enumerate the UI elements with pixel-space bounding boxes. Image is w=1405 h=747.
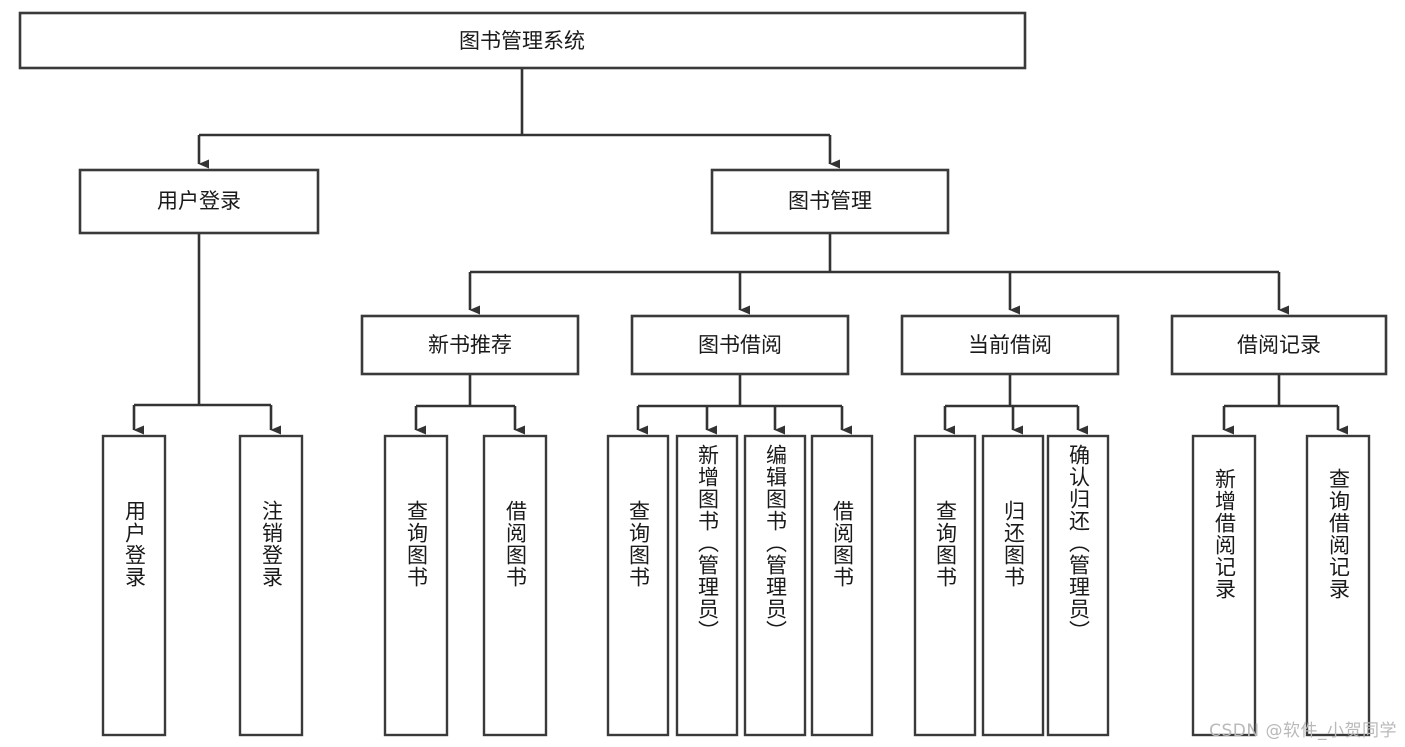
node-root[interactable]: 图书管理系统 (18, 11, 1027, 70)
leaf-box-borrow-record-1[interactable] (1191, 434, 1257, 737)
node-root-box[interactable] (18, 11, 1027, 70)
node-borrow-record[interactable]: 借阅记录 (1170, 314, 1388, 376)
node-root-label: 图书管理系统 (459, 29, 585, 53)
connector-group-user-login (132, 234, 282, 435)
leaf-box-current-borrow-3[interactable] (1046, 434, 1110, 737)
node-new-book-recommend-label: 新书推荐 (428, 333, 512, 357)
connector-group-current-borrow (943, 374, 1089, 435)
node-new-book-recommend[interactable]: 新书推荐 (360, 314, 580, 376)
connector-group-book-manage (468, 234, 1290, 315)
node-new-book-recommend-box[interactable] (360, 314, 580, 376)
node-book-borrow-box[interactable] (630, 314, 850, 376)
node-borrow-record-label: 借阅记录 (1237, 333, 1321, 357)
node-user-login-label: 用户登录 (157, 189, 241, 213)
leaf-box-new-book-2[interactable] (482, 434, 548, 737)
node-user-login-box[interactable] (78, 168, 320, 235)
node-borrow-record-box[interactable] (1170, 314, 1388, 376)
connector-group-root (197, 69, 841, 169)
node-book-borrow-label: 图书借阅 (698, 333, 782, 357)
node-user-login[interactable]: 用户登录 (78, 168, 320, 235)
leaf-box-book-borrow-1[interactable] (606, 434, 670, 737)
node-book-manage-label: 图书管理 (788, 189, 872, 213)
leaf-box-user-login-1[interactable] (101, 434, 167, 737)
leaf-box-book-borrow-3[interactable] (743, 434, 807, 737)
node-current-borrow[interactable]: 当前借阅 (900, 314, 1120, 376)
connector-group-book-borrow (636, 374, 853, 435)
watermark-text: CSDN @软件_小贺同学 (1209, 721, 1397, 741)
node-book-borrow[interactable]: 图书借阅 (630, 314, 850, 376)
node-current-borrow-box[interactable] (900, 314, 1120, 376)
leaf-box-new-book-1[interactable] (383, 434, 449, 737)
node-current-borrow-label: 当前借阅 (968, 333, 1052, 357)
node-book-manage[interactable]: 图书管理 (710, 168, 950, 235)
leaf-box-current-borrow-2[interactable] (981, 434, 1045, 737)
connector-group-new-book (414, 374, 526, 435)
connector-group-borrow-record (1222, 374, 1349, 435)
leaf-box-user-login-2[interactable] (238, 434, 304, 737)
leaf-box-book-borrow-4[interactable] (810, 434, 874, 737)
leaf-box-book-borrow-2[interactable] (675, 434, 739, 737)
node-book-manage-box[interactable] (710, 168, 950, 235)
leaf-box-borrow-record-2[interactable] (1305, 434, 1371, 737)
leaf-box-current-borrow-1[interactable] (913, 434, 977, 737)
